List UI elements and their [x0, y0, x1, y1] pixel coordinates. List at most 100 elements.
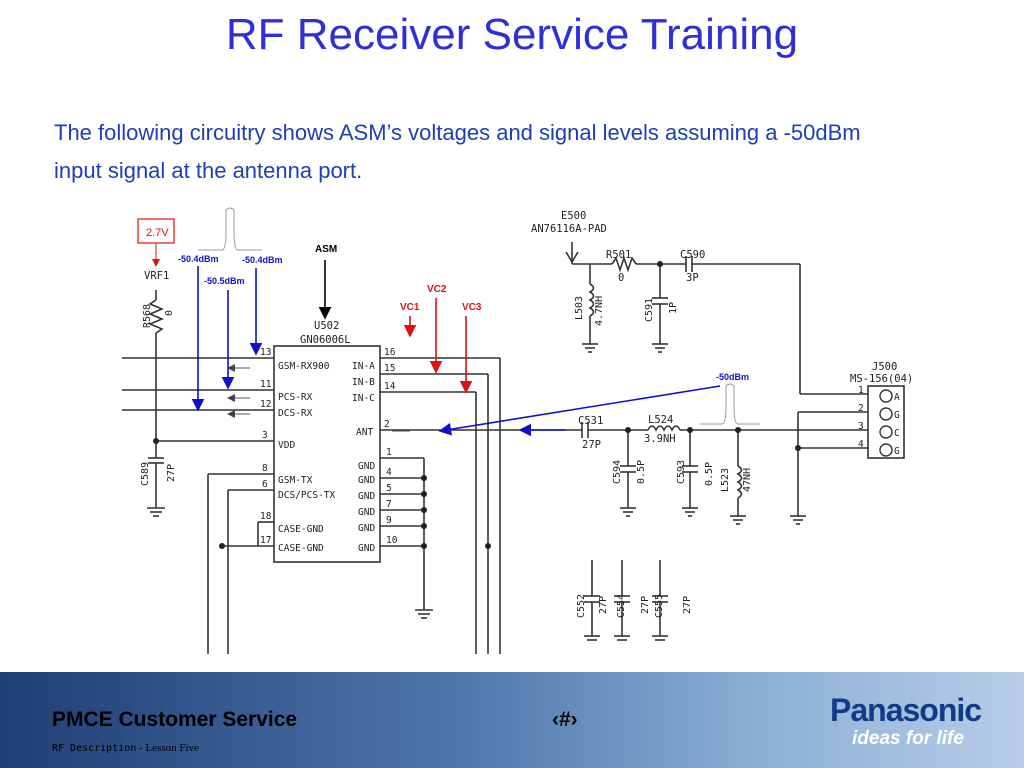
pin-num: 17: [260, 535, 271, 546]
internal-arrows: [227, 364, 410, 432]
pin-label: GSM-TX: [278, 475, 313, 486]
footer-bar: PMCE Customer Service ‹#› RF Description…: [0, 672, 1024, 768]
component-ref: R568: [142, 304, 153, 328]
component-ref: C554: [616, 594, 627, 618]
connector-ref: J500: [872, 361, 897, 373]
brand-logo: Panasonic: [830, 692, 982, 728]
pin-num: 7: [386, 499, 392, 510]
pin-label: PCS-RX: [278, 392, 313, 403]
pin-label: IN-B: [352, 377, 375, 388]
brand-tagline: ideas for life: [852, 728, 964, 749]
pin-label: ANT: [356, 427, 373, 438]
component-ref: C552: [576, 594, 587, 618]
pin-label: IN-A: [352, 361, 375, 372]
component-value: 4.7NH: [594, 296, 605, 326]
component-ref: R501: [606, 249, 631, 261]
connector-pin: 3: [858, 421, 864, 432]
gsm-rx-level: -50.4dBm: [178, 254, 219, 264]
pin-num: 14: [384, 381, 396, 392]
signal-arrows: [191, 266, 721, 437]
vc1-label: VC1: [400, 302, 420, 313]
component-value: 1P: [668, 302, 679, 314]
connector-pin: 2: [858, 403, 864, 414]
control-arrows: [318, 260, 473, 394]
pin-num: 8: [262, 463, 268, 474]
junctions: [153, 261, 801, 549]
component-ref: C590: [680, 249, 705, 261]
asm-label: ASM: [315, 244, 337, 255]
component-value: 0: [618, 272, 624, 284]
component-value: 27P: [582, 439, 601, 451]
pin-label: GND: [358, 491, 375, 502]
footer-sub-serif: - Lesson Five: [136, 742, 199, 754]
pin-num: 5: [386, 483, 392, 494]
component-ref: C531: [578, 415, 603, 427]
pin-label: CASE-GND: [278, 524, 324, 535]
pin-num: 4: [386, 467, 392, 478]
pcs-rx-level: -50.5dBm: [204, 276, 245, 286]
component-ref: C593: [676, 460, 687, 484]
pin-num: 18: [260, 511, 272, 522]
component-value: 47NH: [742, 468, 753, 492]
connector-part: MS-156(04): [850, 373, 913, 385]
pin-num: 9: [386, 515, 392, 526]
pin-label: CASE-GND: [278, 543, 324, 554]
component-value: 27P: [166, 464, 177, 482]
component-ref: C555: [654, 594, 665, 618]
signal-pulse: [198, 207, 760, 425]
footer-title: PMCE Customer Service: [52, 708, 298, 731]
slide-number: ‹#›: [552, 708, 578, 731]
slide-title: RF Receiver Service Training: [225, 10, 799, 59]
pin-num: 10: [386, 535, 398, 546]
pin-num: 16: [384, 347, 396, 358]
asm-schematic: 13 GSM-RX900 11 PCS-RX 12 DCS-RX 3 VDD 8…: [122, 207, 913, 654]
pin-label: GND: [358, 523, 375, 534]
pin-num: 2: [384, 419, 390, 430]
pin-label: GND: [358, 507, 375, 518]
pin-num: 3: [262, 430, 268, 441]
connector-letter: A: [894, 392, 900, 403]
pin-label: IN-C: [352, 393, 375, 404]
component-value: 27P: [682, 596, 693, 614]
component-value: 27P: [598, 596, 609, 614]
component-ref: L503: [574, 296, 585, 320]
switch-part: GN06006L: [300, 334, 351, 346]
connector-letter: C: [894, 428, 900, 439]
voltage-label: 2.7V: [146, 227, 169, 239]
component-value: 0: [164, 310, 175, 316]
pin-num: 15: [384, 363, 395, 374]
pin-label: GND: [358, 543, 375, 554]
component-ref: C589: [140, 462, 151, 486]
component-ref: L524: [648, 414, 673, 426]
footer-sub-mono: RF Description: [52, 743, 137, 754]
connector-pin: 4: [858, 439, 864, 450]
component-ref: C591: [644, 298, 655, 322]
pin-label: DCS-RX: [278, 408, 313, 419]
voltage-callout: 2.7V: [137, 218, 175, 267]
component-value: 0.5P: [704, 462, 715, 486]
dcs-rx-level: -50.4dBm: [242, 255, 283, 265]
pin-label: GND: [358, 475, 375, 486]
slide-subtitle: The following circuitry shows ASM’s volt…: [54, 120, 861, 183]
ant-level: -50dBm: [716, 372, 749, 382]
pin-label: DCS/PCS-TX: [278, 490, 335, 501]
pin-label: GSM-RX900: [278, 361, 330, 372]
pin-label: VDD: [278, 440, 295, 451]
connector-letter: G: [894, 410, 900, 421]
antenna-part: AN76116A-PAD: [531, 223, 607, 235]
supply-net: VRF1: [144, 270, 169, 282]
wiring: [122, 242, 905, 654]
component-ref: L523: [720, 468, 731, 492]
vc2-label: VC2: [427, 284, 447, 295]
pin-num: 13: [260, 347, 271, 358]
switch-ref: U502: [314, 320, 339, 332]
connector-contacts: [879, 389, 893, 457]
component-ref: C594: [612, 460, 623, 484]
component-value: 27P: [640, 596, 651, 614]
connector-letter: G: [894, 446, 900, 457]
pin-num: 12: [260, 399, 271, 410]
pin-num: 6: [262, 479, 268, 490]
component-value: 3.9NH: [644, 433, 676, 445]
antenna-ref: E500: [561, 210, 586, 222]
pin-num: 1: [386, 447, 392, 458]
